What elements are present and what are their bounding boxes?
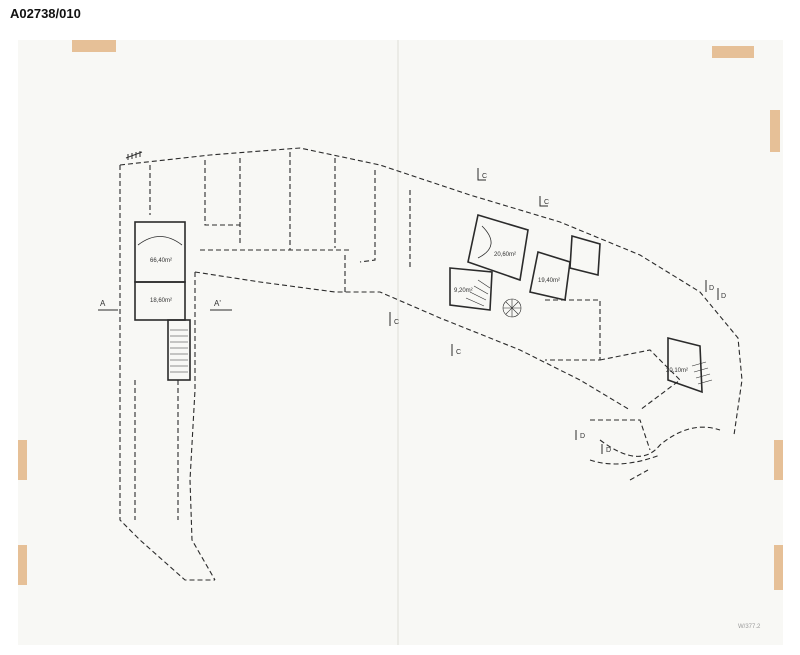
- left-wing-east-wall: [189, 272, 216, 581]
- room-tower: [569, 234, 601, 277]
- section-marker-D-4: D: [606, 447, 611, 454]
- tape-right-mid: [774, 440, 783, 480]
- section-marker-D-1: D: [709, 285, 714, 292]
- room-area-labels: 66,40m² 18,60m² 20,60m² 19,40m² 9,20m² 2…: [150, 252, 688, 374]
- tape-right-low: [774, 545, 783, 590]
- area-label-stair-block: 9,20m²: [454, 288, 473, 294]
- east-room-3: [590, 419, 651, 451]
- document-id: A02738/010: [10, 6, 81, 21]
- section-marker-D-3: D: [580, 433, 585, 440]
- room-large-tilted-arc: [477, 225, 492, 259]
- area-label-east: 20,10m²: [666, 368, 688, 374]
- outer-wall-north: [119, 147, 743, 436]
- archive-stamp: W/377.2: [738, 624, 761, 630]
- section-marker-C-4: C: [456, 349, 461, 356]
- stair-left: [170, 329, 188, 373]
- section-markers: [98, 168, 719, 454]
- room-large-tilted: [467, 213, 529, 282]
- area-label-66: 66,40m²: [150, 258, 172, 264]
- section-marker-C-3: C: [394, 319, 399, 326]
- east-curve: [599, 426, 721, 457]
- marker-C2-line: [539, 196, 548, 207]
- partition-6: [359, 170, 376, 263]
- inner-wall-courtyard: [194, 271, 631, 411]
- tape-strips: [18, 40, 783, 590]
- area-label-room-below: 18,60m²: [150, 298, 172, 304]
- tape-top-right: [712, 46, 754, 58]
- area-label-large-tilted: 20,60m²: [494, 252, 516, 258]
- section-marker-A-prime: A': [214, 299, 221, 308]
- north-indicator: [125, 151, 143, 160]
- east-room-2: [599, 349, 681, 411]
- room-below-66: [134, 281, 186, 321]
- tape-left-mid: [18, 440, 27, 480]
- highlighted-rooms: [134, 213, 703, 394]
- paper: [18, 40, 783, 645]
- area-label-small-tilted: 19,40m²: [538, 278, 560, 284]
- left-wing-west-wall: [119, 165, 215, 581]
- section-marker-A: A: [100, 299, 106, 308]
- staircases: [170, 279, 713, 385]
- building-outline: [119, 147, 743, 581]
- east-room-1: [545, 299, 601, 361]
- stair-east: [691, 361, 713, 385]
- section-marker-C-1: C: [482, 173, 487, 180]
- section-marker-C-2: C: [544, 199, 549, 206]
- stair-core-left: [167, 319, 191, 381]
- room-66-arc: [137, 236, 183, 246]
- tape-top-left: [72, 40, 116, 52]
- south-stub: [629, 469, 649, 481]
- marker-C1-line: [477, 168, 486, 181]
- tape-right-top: [770, 110, 780, 152]
- section-labels: A A' C C C C D D D D: [100, 173, 726, 454]
- tape-left-low: [18, 545, 27, 585]
- section-marker-D-2: D: [721, 293, 726, 300]
- room-small-tilted: [529, 250, 571, 301]
- south-tail: [589, 454, 661, 465]
- partition-2: [204, 160, 240, 226]
- stair-central: [465, 279, 491, 307]
- room-stair-block: [449, 267, 493, 311]
- room-east-stairs: [667, 336, 703, 394]
